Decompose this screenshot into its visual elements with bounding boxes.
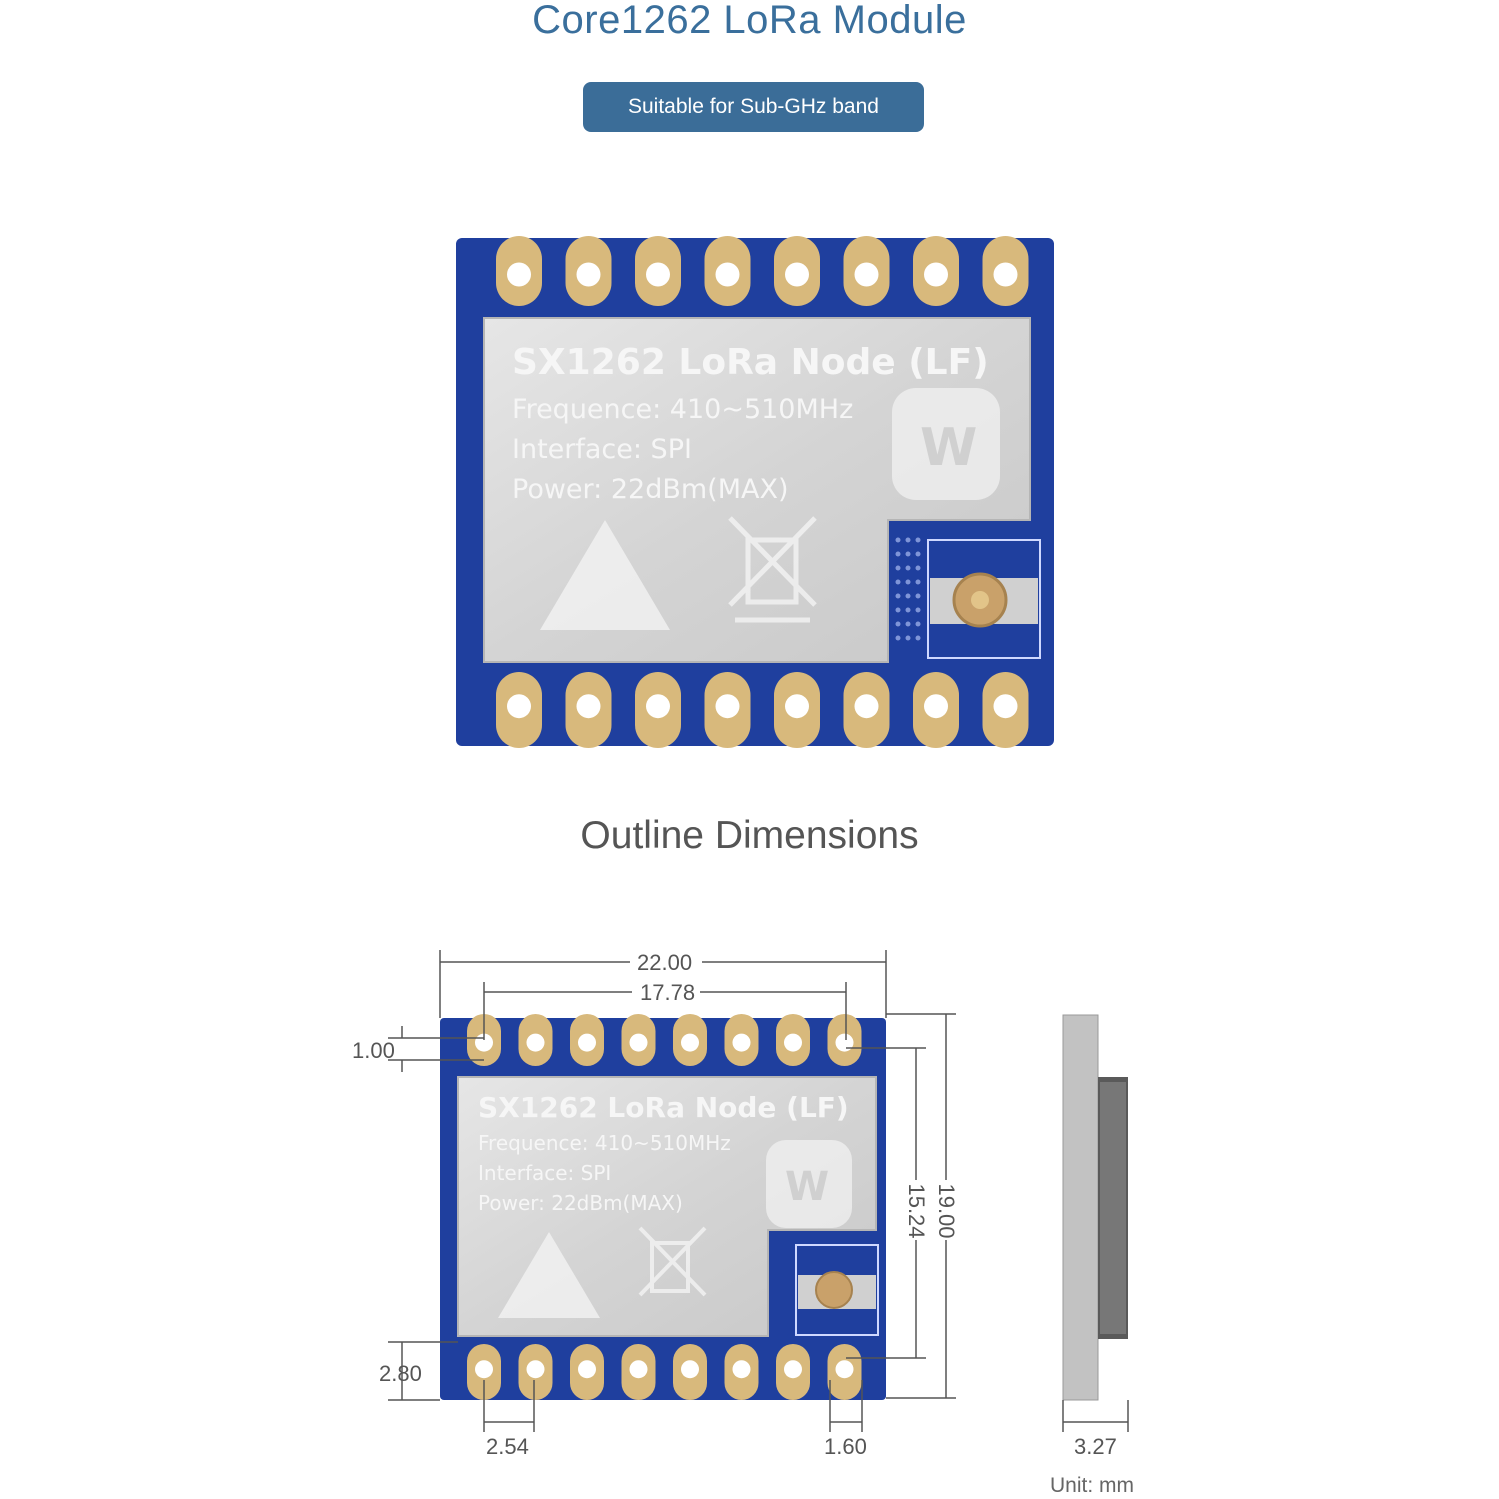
pad-hole <box>784 1360 802 1379</box>
outline-bottom-pads <box>467 1344 862 1400</box>
dimension-lines <box>388 950 1129 1432</box>
pad-hole <box>629 1033 648 1052</box>
pad-hole <box>576 694 601 719</box>
via <box>915 579 921 585</box>
via <box>895 635 901 641</box>
pad-hole <box>732 1033 751 1052</box>
dim-pad-offset: 1.00 <box>352 1038 395 1063</box>
side-view-pcb <box>1062 1014 1099 1401</box>
pad-hole <box>854 262 879 287</box>
via <box>915 593 921 599</box>
logo-text: W <box>920 418 977 478</box>
weee-bin-icon <box>728 516 817 623</box>
pad-hole <box>646 694 670 719</box>
via <box>895 551 901 557</box>
outline-shield-line3: Interface: SPI <box>478 1161 611 1185</box>
logo-badge <box>892 388 1000 500</box>
via <box>905 635 911 641</box>
dim-row-spacing: 15.24 <box>904 1183 929 1239</box>
via <box>895 621 901 627</box>
shield-line2: Frequence: 410~510MHz <box>512 394 853 425</box>
via <box>905 565 911 571</box>
pad-hole <box>578 1360 596 1379</box>
antenna-area <box>927 539 1041 659</box>
bottom-pads-row <box>496 672 1029 748</box>
esd-warning-icon <box>540 520 670 630</box>
outline-logo-text: W <box>785 1164 829 1210</box>
dim-overall-height: 19.00 <box>934 1183 959 1239</box>
outline-shield-line1: SX1262 LoRa Node (LF) <box>478 1091 849 1124</box>
pad-hole <box>715 694 740 719</box>
pad-hole <box>646 262 670 287</box>
via <box>895 537 901 543</box>
pad-hole <box>732 1360 751 1379</box>
pad-hole <box>993 262 1018 287</box>
top-pads-row <box>496 236 1029 306</box>
pad-hole <box>681 1033 699 1052</box>
dim-pin-pitch: 2.54 <box>486 1434 529 1459</box>
via-dots <box>895 537 921 641</box>
via <box>905 551 911 557</box>
pad-hole <box>924 694 948 719</box>
via <box>905 579 911 585</box>
via <box>905 621 911 627</box>
pad-hole <box>835 1360 854 1379</box>
pad-hole <box>785 262 809 287</box>
via <box>905 607 911 613</box>
outline-shield-line4: Power: 22dBm(MAX) <box>478 1191 683 1215</box>
shield-line1: SX1262 LoRa Node (LF) <box>512 342 989 383</box>
pad-hole <box>507 262 531 287</box>
pad-hole <box>475 1360 493 1379</box>
pad-hole <box>993 694 1018 719</box>
shield-line4: Power: 22dBm(MAX) <box>512 474 789 505</box>
dim-overall-width: 22.00 <box>637 950 693 975</box>
pad-hole <box>715 262 740 287</box>
pad-hole <box>576 262 601 287</box>
pad-hole <box>924 262 948 287</box>
via <box>895 579 901 585</box>
page-title: Core1262 LoRa Module <box>532 0 967 42</box>
via <box>915 607 921 613</box>
via <box>905 593 911 599</box>
pad-hole <box>578 1033 596 1052</box>
outline-shield-line2: Frequence: 410~510MHz <box>478 1131 731 1155</box>
pad-hole <box>854 694 879 719</box>
pad-hole <box>526 1033 545 1052</box>
via <box>915 621 921 627</box>
via <box>915 565 921 571</box>
pad-hole <box>629 1360 648 1379</box>
band-badge: Suitable for Sub-GHz band <box>583 82 924 132</box>
dim-thickness: 3.27 <box>1074 1434 1117 1459</box>
pad-hole <box>526 1360 545 1379</box>
via <box>915 537 921 543</box>
dim-pad-width: 1.60 <box>824 1434 867 1459</box>
via <box>895 565 901 571</box>
via <box>915 635 921 641</box>
outline-ufl-connector <box>815 1271 853 1309</box>
via <box>895 593 901 599</box>
pad-hole <box>785 694 809 719</box>
via <box>905 537 911 543</box>
pad-hole <box>681 1360 699 1379</box>
pad-hole <box>835 1033 854 1052</box>
via <box>915 551 921 557</box>
pad-hole <box>507 694 531 719</box>
unit-label: Unit: mm <box>1050 1474 1134 1497</box>
pad-hole <box>784 1033 802 1052</box>
shield-line3: Interface: SPI <box>512 434 692 465</box>
dim-pin-span: 17.78 <box>640 980 696 1005</box>
section-title: Outline Dimensions <box>580 814 919 857</box>
dim-pad-length: 2.80 <box>379 1361 422 1386</box>
via <box>895 607 901 613</box>
